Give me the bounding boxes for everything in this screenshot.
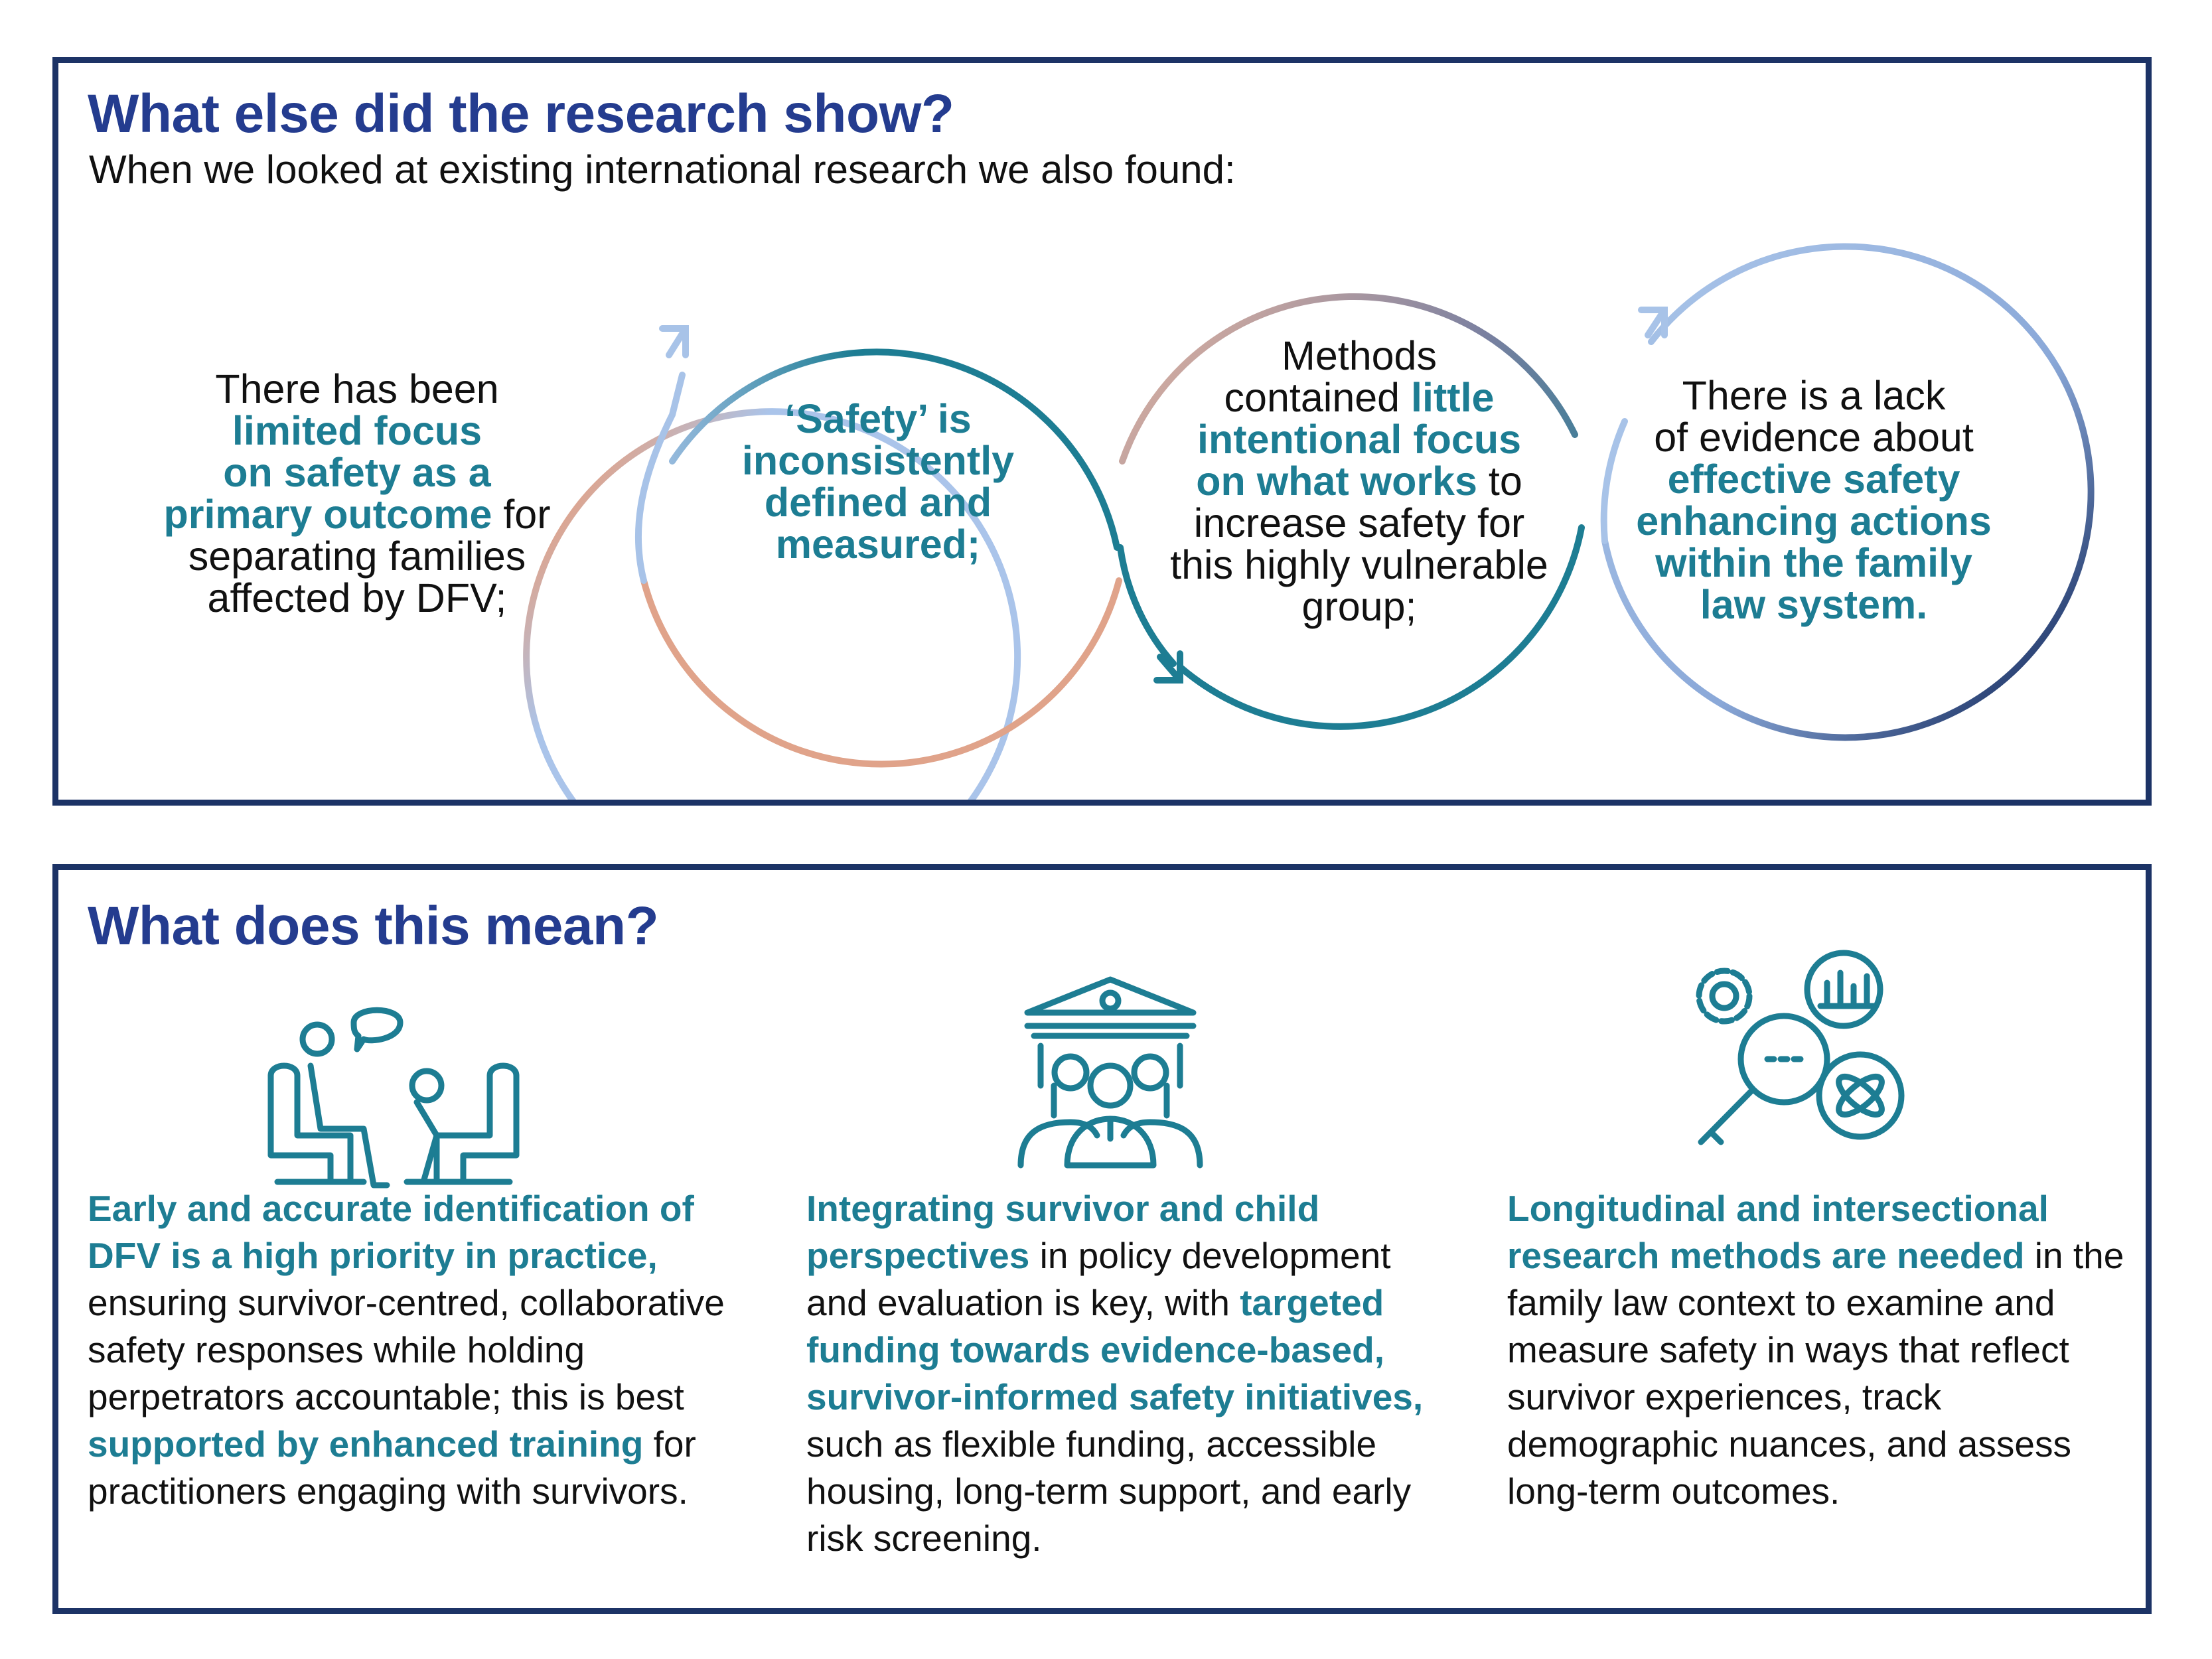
highlight-text: primary outcome bbox=[163, 492, 492, 537]
circle-2-bottom-arc bbox=[640, 577, 1122, 768]
highlight-text: effective safety bbox=[1667, 457, 1960, 502]
section1-intro: When we looked at existing international… bbox=[89, 147, 1236, 192]
highlight-text: limited focus bbox=[232, 408, 482, 453]
meaning-column-1: Early and accurate identification of DFV… bbox=[88, 1185, 725, 1515]
counselling-session-icon bbox=[267, 1007, 520, 1189]
highlight-text: defined and bbox=[764, 480, 992, 525]
highlight-text: Longitudinal and intersectional research… bbox=[1507, 1188, 2049, 1276]
highlight-text: measured; bbox=[775, 522, 981, 567]
circle-3-bottom-arc bbox=[1177, 524, 1585, 730]
body-text: ensuring survivor-centred, collaborative… bbox=[88, 1282, 725, 1417]
highlight-text: within the family bbox=[1655, 540, 1972, 585]
circle-1-ring bbox=[523, 408, 1021, 800]
body-text: increase safety for bbox=[1193, 500, 1525, 545]
circle-flow-diagram bbox=[523, 243, 2095, 800]
body-text: of evidence about bbox=[1654, 415, 1974, 460]
highlight-text: intentional focus bbox=[1197, 417, 1521, 462]
highlight-text: on safety as a bbox=[223, 450, 491, 495]
body-text: for practitioners engaging with survivor… bbox=[88, 1423, 696, 1512]
highlight-text: little bbox=[1411, 375, 1495, 420]
highlight-text: enhancing actions bbox=[1636, 498, 1992, 543]
circle-4-ring bbox=[1601, 243, 2095, 741]
body-text: affected by DFV; bbox=[207, 575, 507, 620]
body-text: group; bbox=[1301, 584, 1417, 629]
body-text: There has been bbox=[215, 366, 499, 411]
body-text: such as flexible funding, accessible hou… bbox=[806, 1423, 1412, 1559]
body-text: contained bbox=[1224, 375, 1412, 420]
highlight-text: supported by enhanced training bbox=[88, 1423, 644, 1465]
section1-heading: What else did the research show? bbox=[88, 84, 954, 144]
body-text: separating families bbox=[188, 534, 526, 579]
body-text: to bbox=[1477, 459, 1522, 504]
government-community-icon bbox=[1017, 976, 1203, 1169]
highlight-text: targeted funding towards evidence-based,… bbox=[806, 1282, 1424, 1417]
research-panel: What else did the research show? When we… bbox=[52, 57, 2152, 806]
meaning-column-3: Longitudinal and intersectional research… bbox=[1507, 1185, 2144, 1515]
highlight-text: ‘Safety’ is bbox=[784, 396, 972, 441]
research-analytics-icon bbox=[1696, 950, 1905, 1145]
body-text: in the family law context to examine and… bbox=[1507, 1235, 2124, 1512]
section2-heading: What does this mean? bbox=[88, 896, 659, 956]
body-text: in policy development and evaluation is … bbox=[806, 1235, 1391, 1323]
highlight-text: law system. bbox=[1700, 582, 1928, 627]
highlight-text: on what works bbox=[1196, 459, 1477, 504]
body-text: There is a lack bbox=[1682, 373, 1946, 418]
meaning-panel: What does this mean? bbox=[52, 864, 2152, 1614]
body-text: this highly vulnerable bbox=[1170, 542, 1548, 587]
meaning-column-2: Integrating survivor and child perspecti… bbox=[806, 1185, 1443, 1562]
circle-2-top-arc bbox=[669, 348, 1120, 551]
body-text: for bbox=[492, 492, 551, 537]
circle-2-left-arc bbox=[634, 372, 686, 584]
body-text: Methods bbox=[1282, 333, 1437, 378]
circle-3-top-arc bbox=[1119, 293, 1578, 465]
highlight-text: inconsistently bbox=[741, 438, 1015, 483]
highlight-text: Integrating survivor and child perspecti… bbox=[806, 1188, 1320, 1276]
highlight-text: Early and accurate identification of DFV… bbox=[88, 1188, 694, 1276]
